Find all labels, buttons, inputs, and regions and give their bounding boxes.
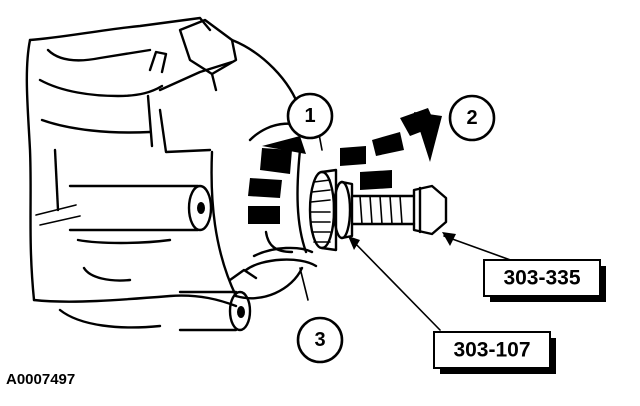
seal-installer-tool [308,168,354,252]
figure-id: A0007497 [6,371,75,388]
motion-arrows [248,108,442,224]
callout-1: 1 [286,92,334,140]
callout-1-label: 1 [304,105,315,127]
tool-label-303-107-text: 303-107 [453,339,530,362]
callout-2-label: 2 [466,107,477,129]
lower-boss [178,268,258,332]
forcing-bolt-tool [350,184,448,236]
engine-front-cover [25,16,238,329]
tool-label-303-107: 303-107 [433,331,556,374]
shaft [68,184,213,232]
upper-bracket [148,18,238,92]
tool-label-303-335-text: 303-335 [503,267,580,290]
callout-2: 2 [448,94,496,142]
tool-label-303-335: 303-335 [483,259,606,302]
callout-3-label: 3 [314,329,325,351]
callout-3: 3 [296,316,344,364]
front-seal [244,230,318,272]
